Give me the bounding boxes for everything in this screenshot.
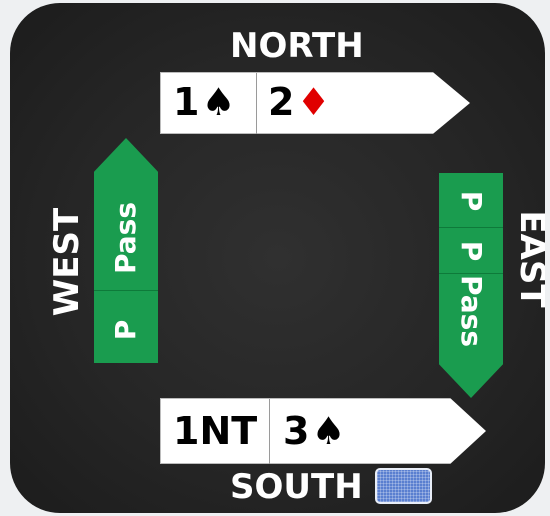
- bid-level: 2: [268, 80, 295, 124]
- east-bid-3[interactable]: Pass: [455, 275, 488, 347]
- west-bid-2[interactable]: P: [109, 319, 142, 341]
- south-bid-1[interactable]: 1NT: [173, 412, 257, 450]
- north-bid-row: 1♠ 2♦: [160, 72, 470, 134]
- bid-divider: [256, 73, 257, 134]
- diamond-icon: ♦: [296, 80, 331, 124]
- bid-divider: [439, 227, 503, 228]
- card-back-icon: [375, 468, 432, 504]
- north-bid-2[interactable]: 2♦: [268, 83, 331, 121]
- west-bid-column: Pass P: [94, 138, 158, 363]
- east-bid-2[interactable]: P: [455, 240, 488, 262]
- bid-level: 1NT: [173, 409, 258, 453]
- south-bid-row: 1NT 3♠: [160, 398, 486, 464]
- north-seat-label: NORTH: [230, 26, 364, 66]
- west-bid-1[interactable]: Pass: [109, 202, 142, 274]
- east-bid-1[interactable]: P: [455, 190, 488, 212]
- south-seat-label: SOUTH: [230, 467, 363, 507]
- spade-icon: ♠: [311, 409, 346, 453]
- bid-divider: [94, 290, 158, 291]
- north-bid-1[interactable]: 1♠: [173, 83, 236, 121]
- east-bid-column: P P Pass: [439, 173, 503, 398]
- bid-level: 1: [173, 80, 200, 124]
- east-seat-label: EAST: [512, 210, 545, 308]
- west-seat-label: WEST: [47, 207, 87, 317]
- south-bid-2[interactable]: 3♠: [283, 412, 346, 450]
- spade-icon: ♠: [201, 80, 236, 124]
- bid-level: 3: [283, 409, 310, 453]
- bid-divider: [439, 273, 503, 274]
- bridge-table: NORTH 1♠ 2♦ WEST Pass P EAST P P Pass 1N…: [10, 3, 545, 513]
- bid-divider: [269, 399, 270, 464]
